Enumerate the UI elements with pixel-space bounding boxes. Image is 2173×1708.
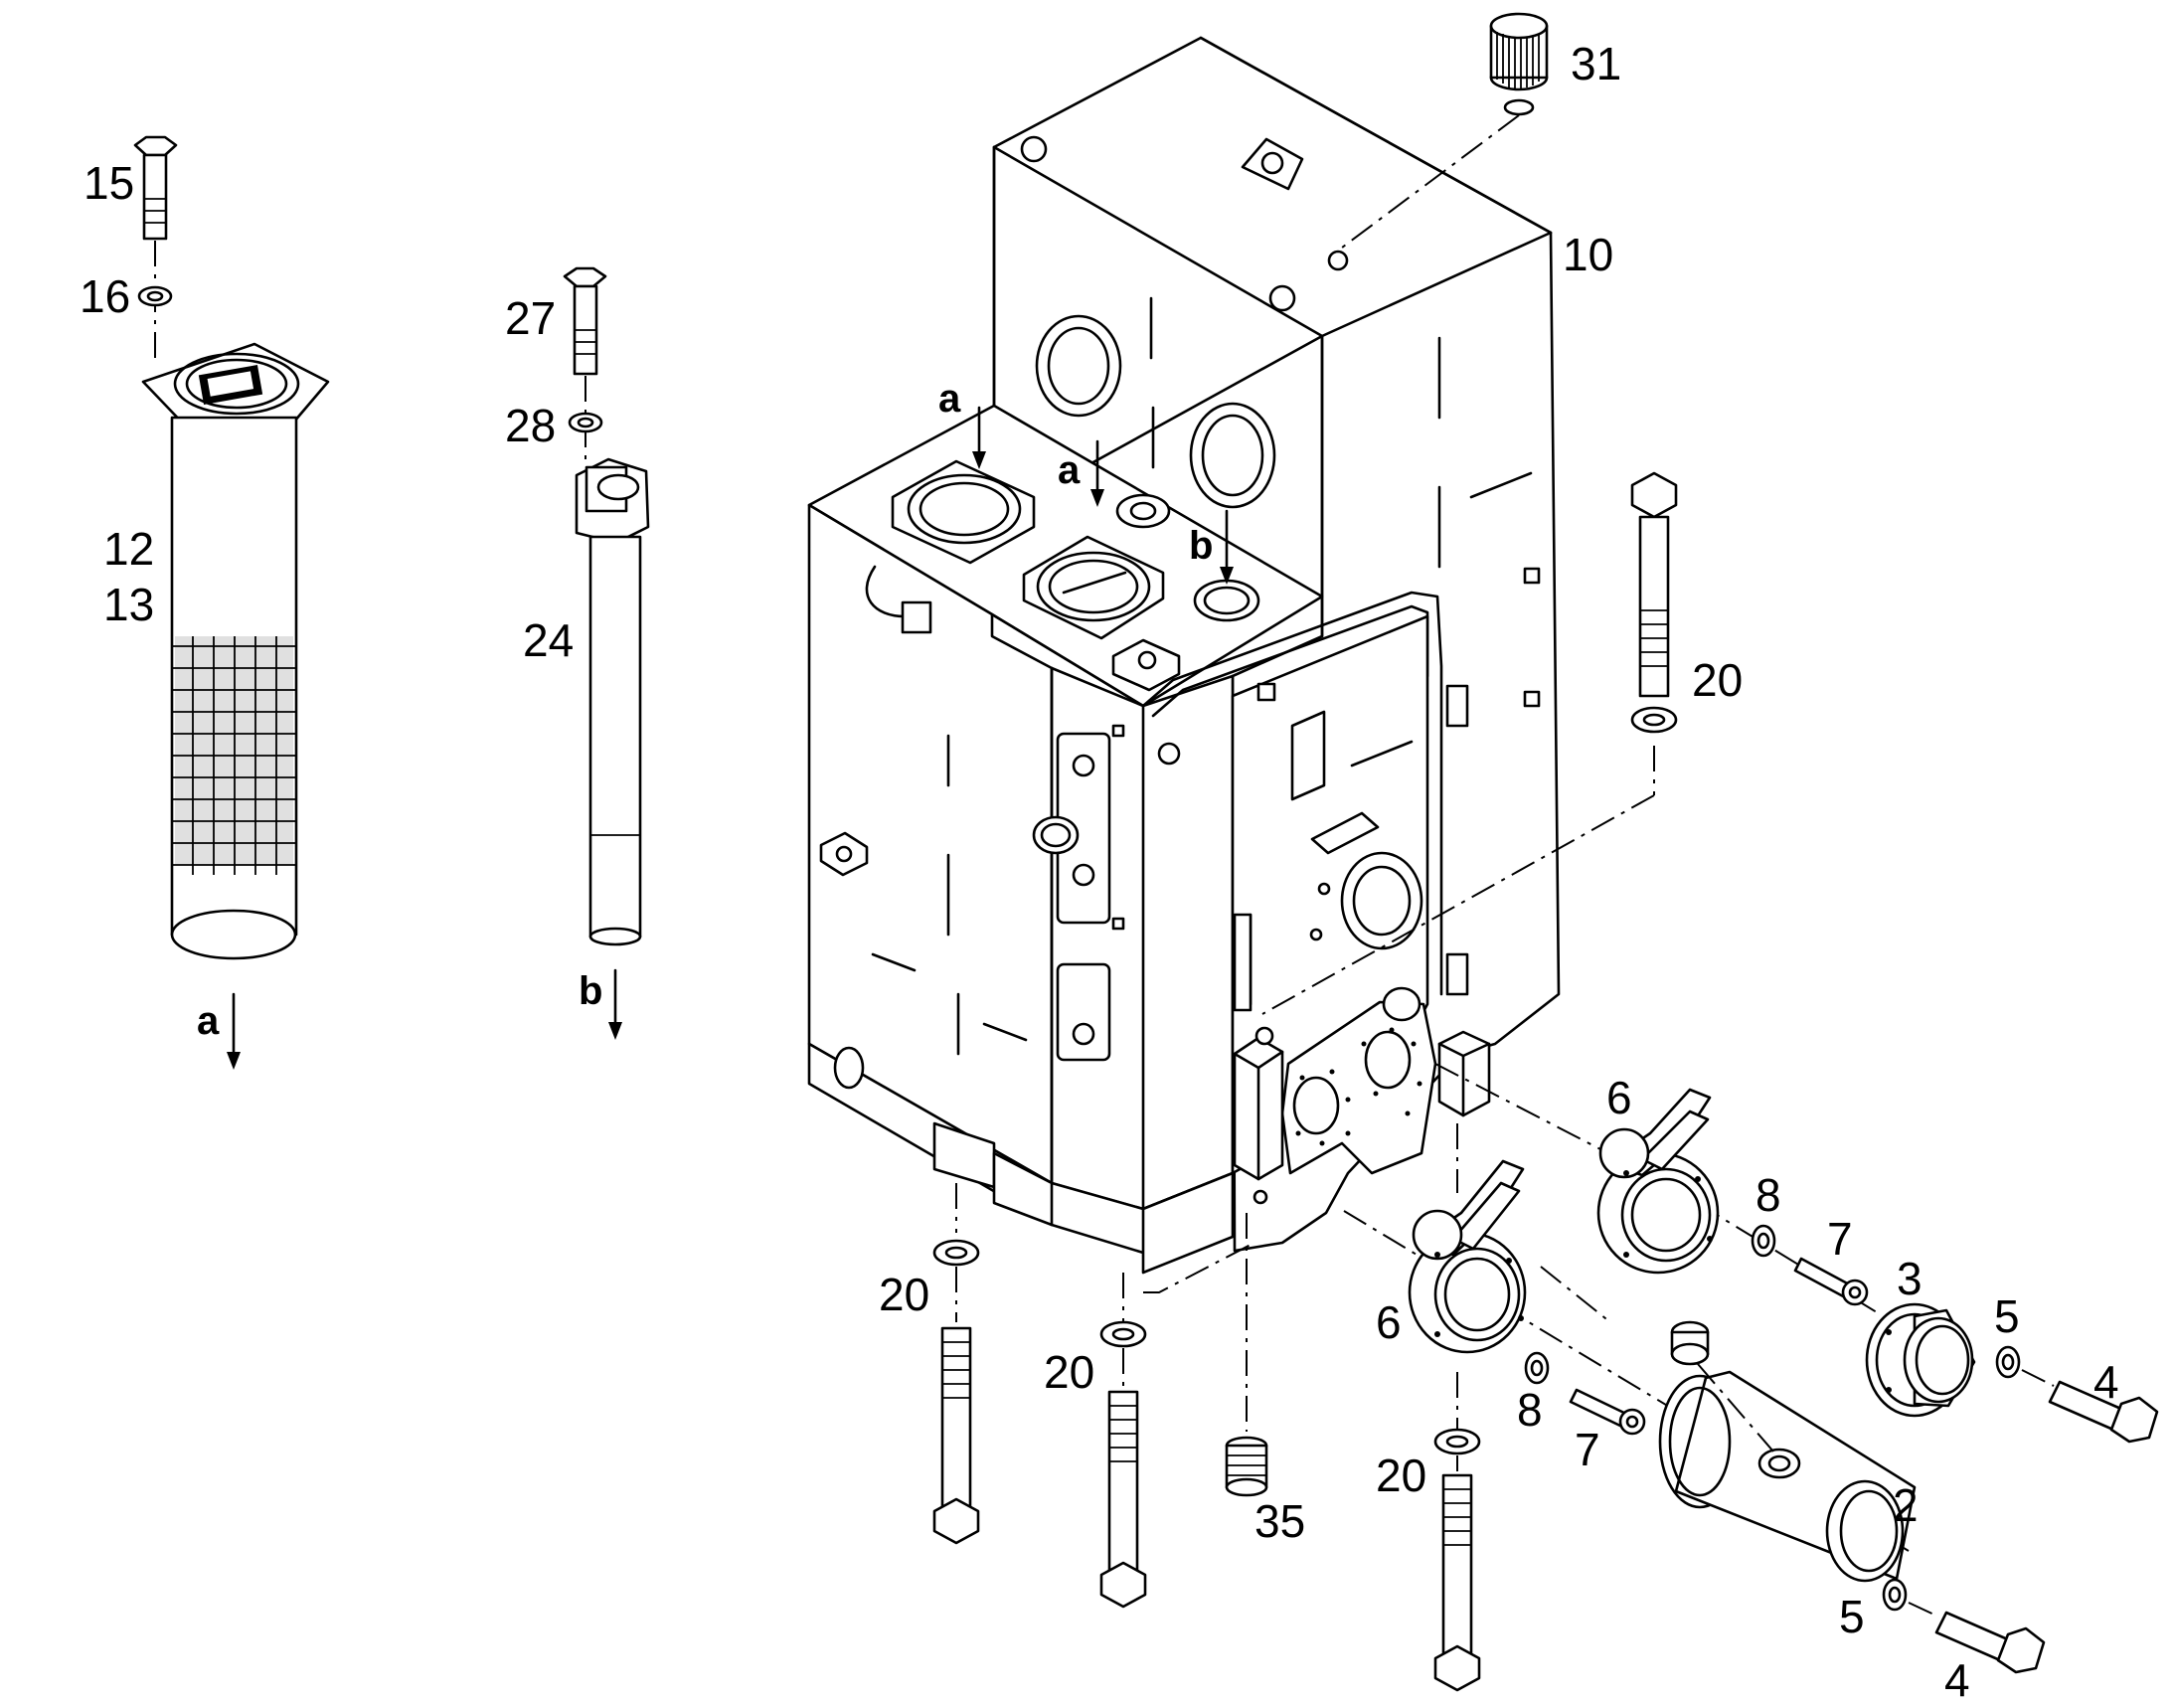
arrow-b-dipstick [608,968,622,1040]
callout-4-upper: 4 [2093,1356,2119,1408]
callout-6-upper: 6 [1606,1072,1632,1123]
screw-7-lower [1569,1388,1646,1436]
callout-5-lower: 5 [1839,1591,1865,1642]
flow-marker-a-tank-middle: a [1058,448,1081,492]
washer-5-upper [1995,1345,2021,1379]
callout-20-upper: 20 [1692,654,1743,706]
flow-marker-b-dipstick: b [579,969,602,1013]
drain-plug-35 [1225,1436,1268,1497]
callout-7-lower: 7 [1575,1424,1600,1475]
callout-16: 16 [80,270,130,322]
washer-8-upper [1751,1224,1776,1258]
bolt-15 [133,135,178,241]
bolt-20-middle [1099,1320,1147,1609]
callout-31: 31 [1571,38,1621,89]
callout-12: 12 [103,523,154,575]
washer-28 [568,412,603,433]
callout-20-middle: 20 [1044,1346,1094,1398]
bolt-20-left [932,1239,980,1545]
hydraulic-tank-10 [807,36,1561,1275]
callout-8-lower: 8 [1517,1384,1543,1436]
bolt-4-upper [2048,1380,2159,1444]
callout-6-lower: 6 [1376,1296,1402,1348]
flow-marker-a-tank-left: a [938,377,961,421]
callout-7-upper: 7 [1827,1213,1853,1265]
arrow-a-tank-middle [1090,439,1104,507]
callout-28: 28 [505,400,556,451]
bolt-20-right [1433,1428,1481,1692]
washer-8-lower [1524,1351,1550,1385]
filter-element-12-13 [141,342,330,960]
washer-5-lower [1882,1578,1908,1612]
valve-6-upper [1596,1088,1720,1275]
flange-3 [1865,1302,1976,1418]
callout-8-upper: 8 [1755,1169,1781,1221]
bolt-27 [563,266,607,376]
bolt-20-upper [1630,471,1678,734]
callout-20-left: 20 [879,1269,929,1320]
flow-marker-a-filter: a [197,999,220,1043]
callout-27: 27 [505,292,556,344]
callout-10: 10 [1563,229,1613,280]
callout-3: 3 [1897,1253,1922,1304]
callout-13: 13 [103,579,154,630]
arrow-b-tank [1220,509,1234,585]
valve-6-lower [1408,1159,1527,1354]
callout-24: 24 [523,614,574,666]
arrow-a-filter [227,992,241,1070]
suction-pipe-2 [1658,1370,1917,1583]
callout-5-upper: 5 [1994,1290,2020,1342]
callout-20-right: 20 [1376,1450,1426,1501]
callout-15: 15 [84,157,134,209]
arrow-a-tank-left [972,406,986,469]
cap-31 [1489,12,1549,116]
flow-marker-b-tank: b [1189,524,1213,568]
bolt-4-lower [1934,1611,2046,1674]
callout-2: 2 [1893,1479,1919,1531]
callout-labels: 15 16 12 13 a 27 28 24 b 31 10 a a b 20 … [80,38,2119,1706]
fitting-on-pipe [1670,1320,1710,1366]
dipstick-24 [575,457,650,946]
washer-16 [137,285,173,307]
screw-7-upper [1793,1257,1869,1306]
callout-35: 35 [1254,1495,1305,1547]
callout-4-lower: 4 [1944,1654,1970,1703]
